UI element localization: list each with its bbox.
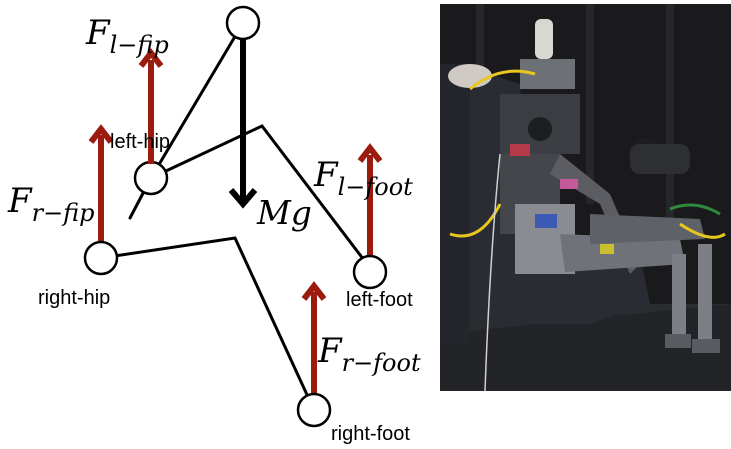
link-head-left-hip <box>149 21 245 180</box>
label-r-fip: Fr−fip <box>7 181 95 227</box>
left-hip-label: left-hip <box>110 131 170 153</box>
left-foot-joint <box>352 254 388 290</box>
link-left-hip-left-foot <box>149 124 372 270</box>
arrow-l-foot <box>357 143 383 256</box>
gravity-label: Mg <box>256 193 312 232</box>
electronics <box>510 144 614 254</box>
left-hip-joint <box>133 160 169 196</box>
cables <box>449 69 726 239</box>
robot-photo <box>440 4 731 391</box>
link-right-hip-right-foot <box>99 236 316 412</box>
label-l-fip: Fl−fip <box>85 13 169 59</box>
label-r-foot: Fr−foot <box>317 331 421 377</box>
arrow-r-fip <box>88 124 114 242</box>
right-foot-joint <box>296 392 332 428</box>
gravity-arrow <box>228 38 258 209</box>
right-hip-joint <box>83 240 119 276</box>
arrow-r-foot <box>301 281 327 400</box>
head-joint <box>225 5 261 41</box>
force-diagram: Mg left-hip right-hip left-foot right-fo <box>7 5 421 445</box>
left-foot-label: left-foot <box>346 289 413 311</box>
right-foot-label: right-foot <box>331 423 410 445</box>
right-hip-label: right-hip <box>38 287 110 309</box>
label-l-foot: Fl−foot <box>313 155 413 201</box>
joints <box>83 5 388 428</box>
